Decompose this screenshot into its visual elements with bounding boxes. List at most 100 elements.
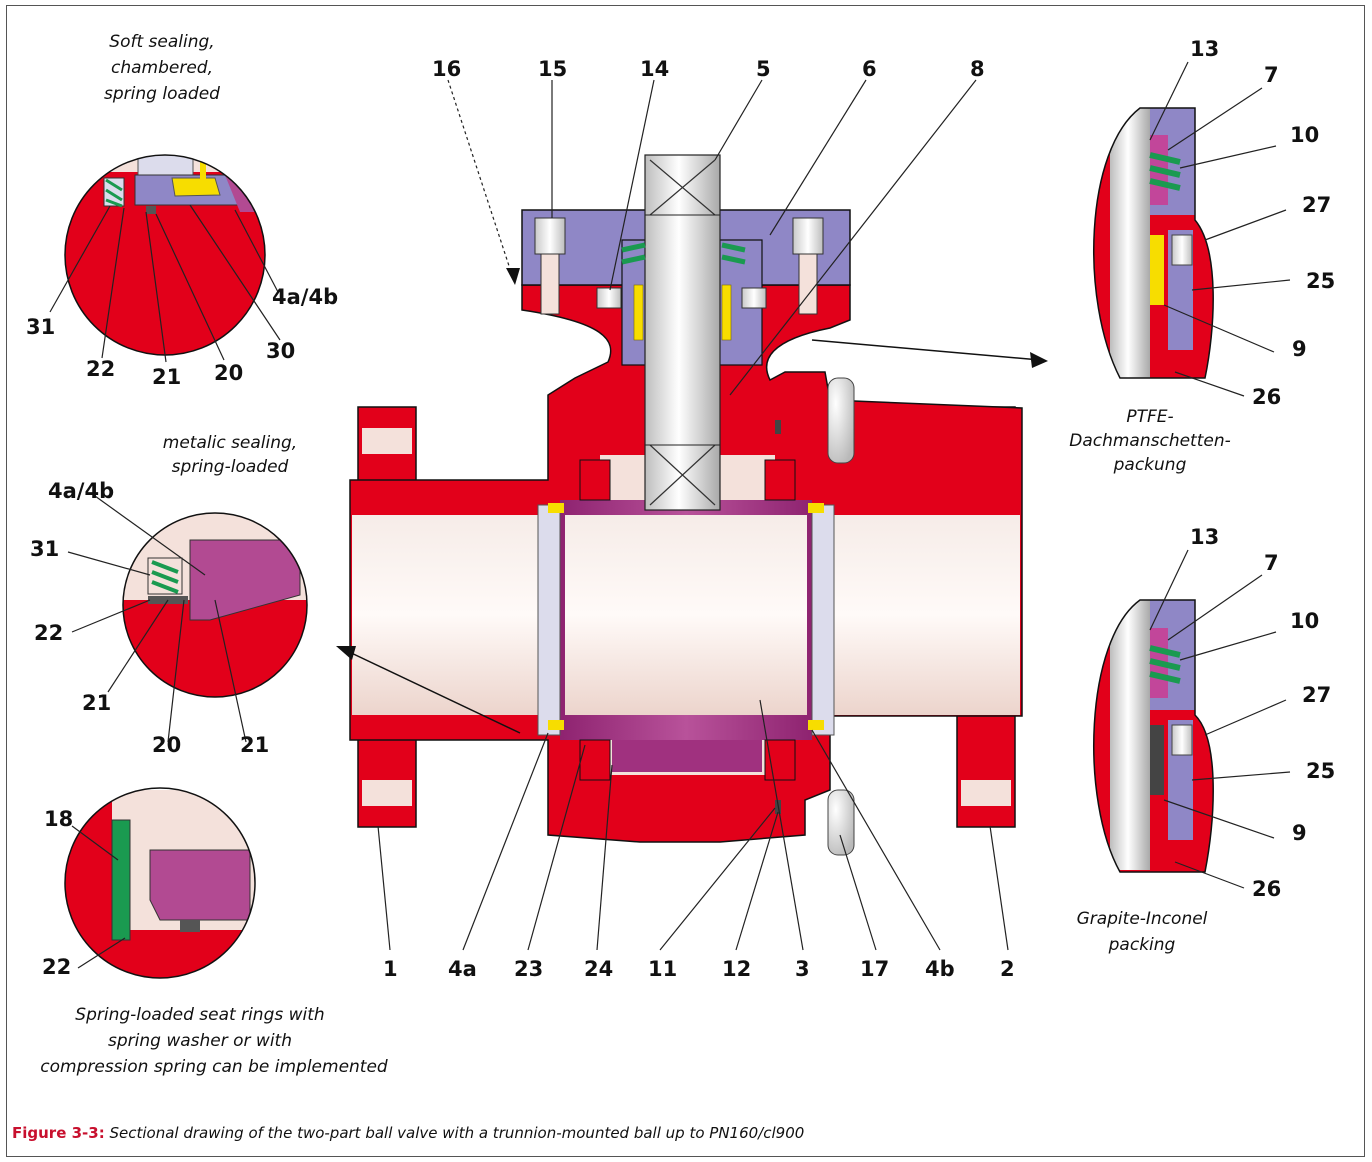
soft-label-30: 30 [266,339,295,363]
main-section-view [349,154,1023,856]
label-17: 17 [860,957,889,981]
ptfe-caption-line1: PTFE- [1126,407,1173,427]
stem-5 [644,154,721,511]
ptfe-label-25: 25 [1306,269,1335,293]
ptfe-caption-line3: packung [1113,455,1187,475]
figure-label: Figure 3-3: [12,1124,105,1142]
ptfe-label-9: 9 [1292,337,1307,361]
seat-insert [548,503,564,513]
bolt-shank [540,253,560,315]
label-5: 5 [756,57,771,81]
label-16: 16 [432,57,461,81]
graphite-label-13: 13 [1190,525,1219,549]
metal-title-line1: metalic sealing, [163,433,297,453]
bolt-shank [798,253,818,315]
bolt-hole [961,780,1011,806]
ptfe-caption-line2: Dachmanschetten- [1069,431,1231,451]
body-bolt-head [827,377,855,464]
seat-insert [808,720,824,730]
seat-insert [808,503,824,513]
label-3: 3 [795,957,810,981]
metal-label-22: 22 [34,621,63,645]
soft-title-line2: chambered, [111,58,213,78]
metal-label-4a4b: 4a/4b [48,479,114,503]
graphite-label-26: 26 [1252,877,1281,901]
graphite-label-7: 7 [1264,551,1279,575]
ptfe-label-26: 26 [1252,385,1281,409]
washer-label-22: 22 [42,955,71,979]
soft-title-line1: Soft sealing, [109,32,214,52]
metal-label-21b: 21 [240,733,269,757]
packing-rings [633,284,644,341]
soft-label-31: 31 [26,315,55,339]
bolt-15 [534,217,566,255]
soft-title-line3: spring loaded [104,84,220,104]
seat-insert [548,720,564,730]
ptfe-texts: 13 7 10 27 25 9 26 PTFE- Dachmanschetten… [1069,37,1335,475]
screw-14 [596,287,622,309]
metal-label-31: 31 [30,537,59,561]
screw-14 [741,287,767,309]
label-24: 24 [584,957,613,981]
body-bolt-head [827,789,855,856]
bolt-hole [362,428,412,454]
metal-title-line2: spring-loaded [172,457,289,477]
graphite-caption-line1: Grapite-Inconel [1077,909,1208,929]
ptfe-label-10: 10 [1290,123,1319,147]
detail-ptfe-packing [1093,107,1214,379]
ball-bore [565,515,807,715]
label-6: 6 [862,57,877,81]
stem-flats [649,159,716,506]
body-step [764,739,796,781]
metal-label-21a: 21 [82,691,111,715]
pointer-arrows [336,79,1048,734]
label-8: 8 [970,57,985,81]
soft-label-21: 21 [152,365,181,389]
label-14: 14 [640,57,669,81]
figure-caption: Figure 3-3: Sectional drawing of the two… [12,1124,804,1142]
body-step [764,459,796,501]
detail-soft-sealing [64,154,266,356]
bolt-right [792,217,824,255]
main-top-labels: 16 15 14 5 6 8 [432,57,985,81]
washer-note-line3: compression spring can be implemented [40,1057,388,1077]
gland-spring [621,242,746,265]
gasket-11 [775,420,781,434]
detail-metallic-sealing [122,512,308,698]
label-23: 23 [514,957,543,981]
packing-rings [721,284,732,341]
metallic-sealing-texts: metalic sealing, spring-loaded 4a/4b 31 … [30,433,297,757]
graphite-label-10: 10 [1290,609,1319,633]
leader-lines [49,61,1291,969]
detail-graphite-packing [1093,599,1214,873]
bolt-hole [362,780,412,806]
ptfe-label-27: 27 [1302,193,1331,217]
seat-ring-4b [811,504,835,736]
graphite-label-27: 27 [1302,683,1331,707]
graphite-texts: 13 7 10 27 25 9 26 Grapite-Inconel packi… [1077,525,1336,955]
metal-label-20: 20 [152,733,181,757]
ball-trunnion [612,740,762,772]
label-4b: 4b [925,957,955,981]
soft-label-22: 22 [86,357,115,381]
label-2: 2 [1000,957,1015,981]
label-12: 12 [722,957,751,981]
figure-frame [6,5,1365,1157]
body-step [579,459,611,501]
spring-washer-texts: 18 22 Spring-loaded seat rings with spri… [40,807,388,1077]
figure-text: Sectional drawing of the two-part ball v… [109,1124,805,1142]
label-4a: 4a [448,957,477,981]
soft-sealing-texts: Soft sealing, chambered, spring loaded 3… [26,32,338,389]
main-bottom-labels: 1 4a 23 24 11 12 3 17 4b 2 [383,957,1015,981]
ptfe-label-13: 13 [1190,37,1219,61]
seat-ring-4a [537,504,561,736]
washer-note-line1: Spring-loaded seat rings with [75,1005,324,1025]
label-11: 11 [648,957,677,981]
soft-label-20: 20 [214,361,243,385]
graphite-label-9: 9 [1292,821,1307,845]
graphite-caption-line2: packing [1108,935,1176,955]
washer-label-18: 18 [44,807,73,831]
washer-note-line2: spring washer or with [108,1031,292,1051]
graphite-label-25: 25 [1306,759,1335,783]
